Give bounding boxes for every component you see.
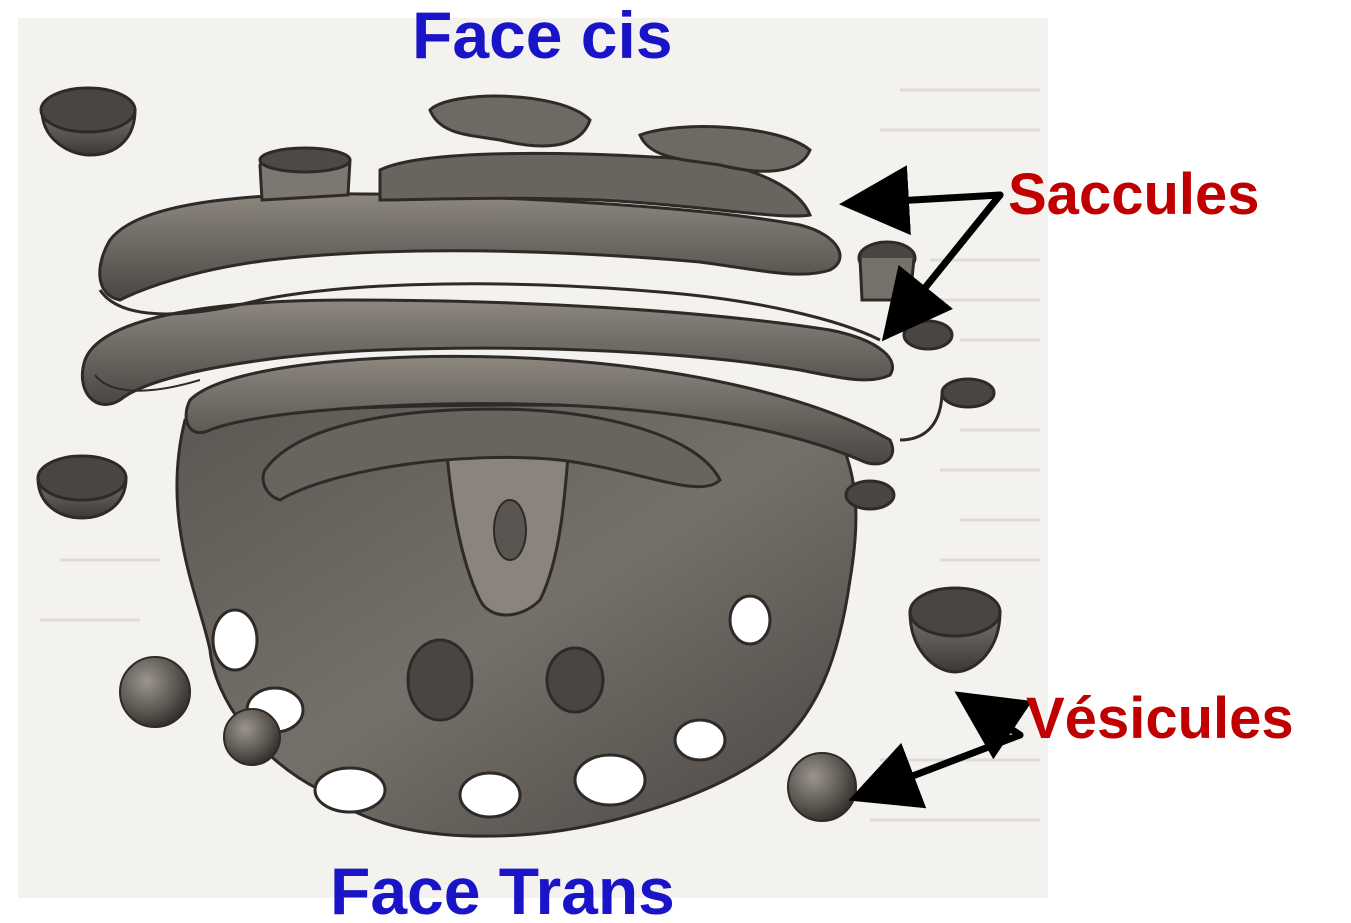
face-cis-label: Face cis — [412, 2, 673, 68]
cup-vesicle — [38, 456, 126, 518]
vesicules-label: Vésicules — [1026, 690, 1294, 748]
sphere-vesicle — [224, 709, 280, 765]
sphere-vesicle — [120, 657, 190, 727]
face-trans-label: Face Trans — [330, 858, 675, 923]
saccules-label: Saccules — [1008, 166, 1260, 224]
sphere-vesicle — [788, 753, 856, 821]
